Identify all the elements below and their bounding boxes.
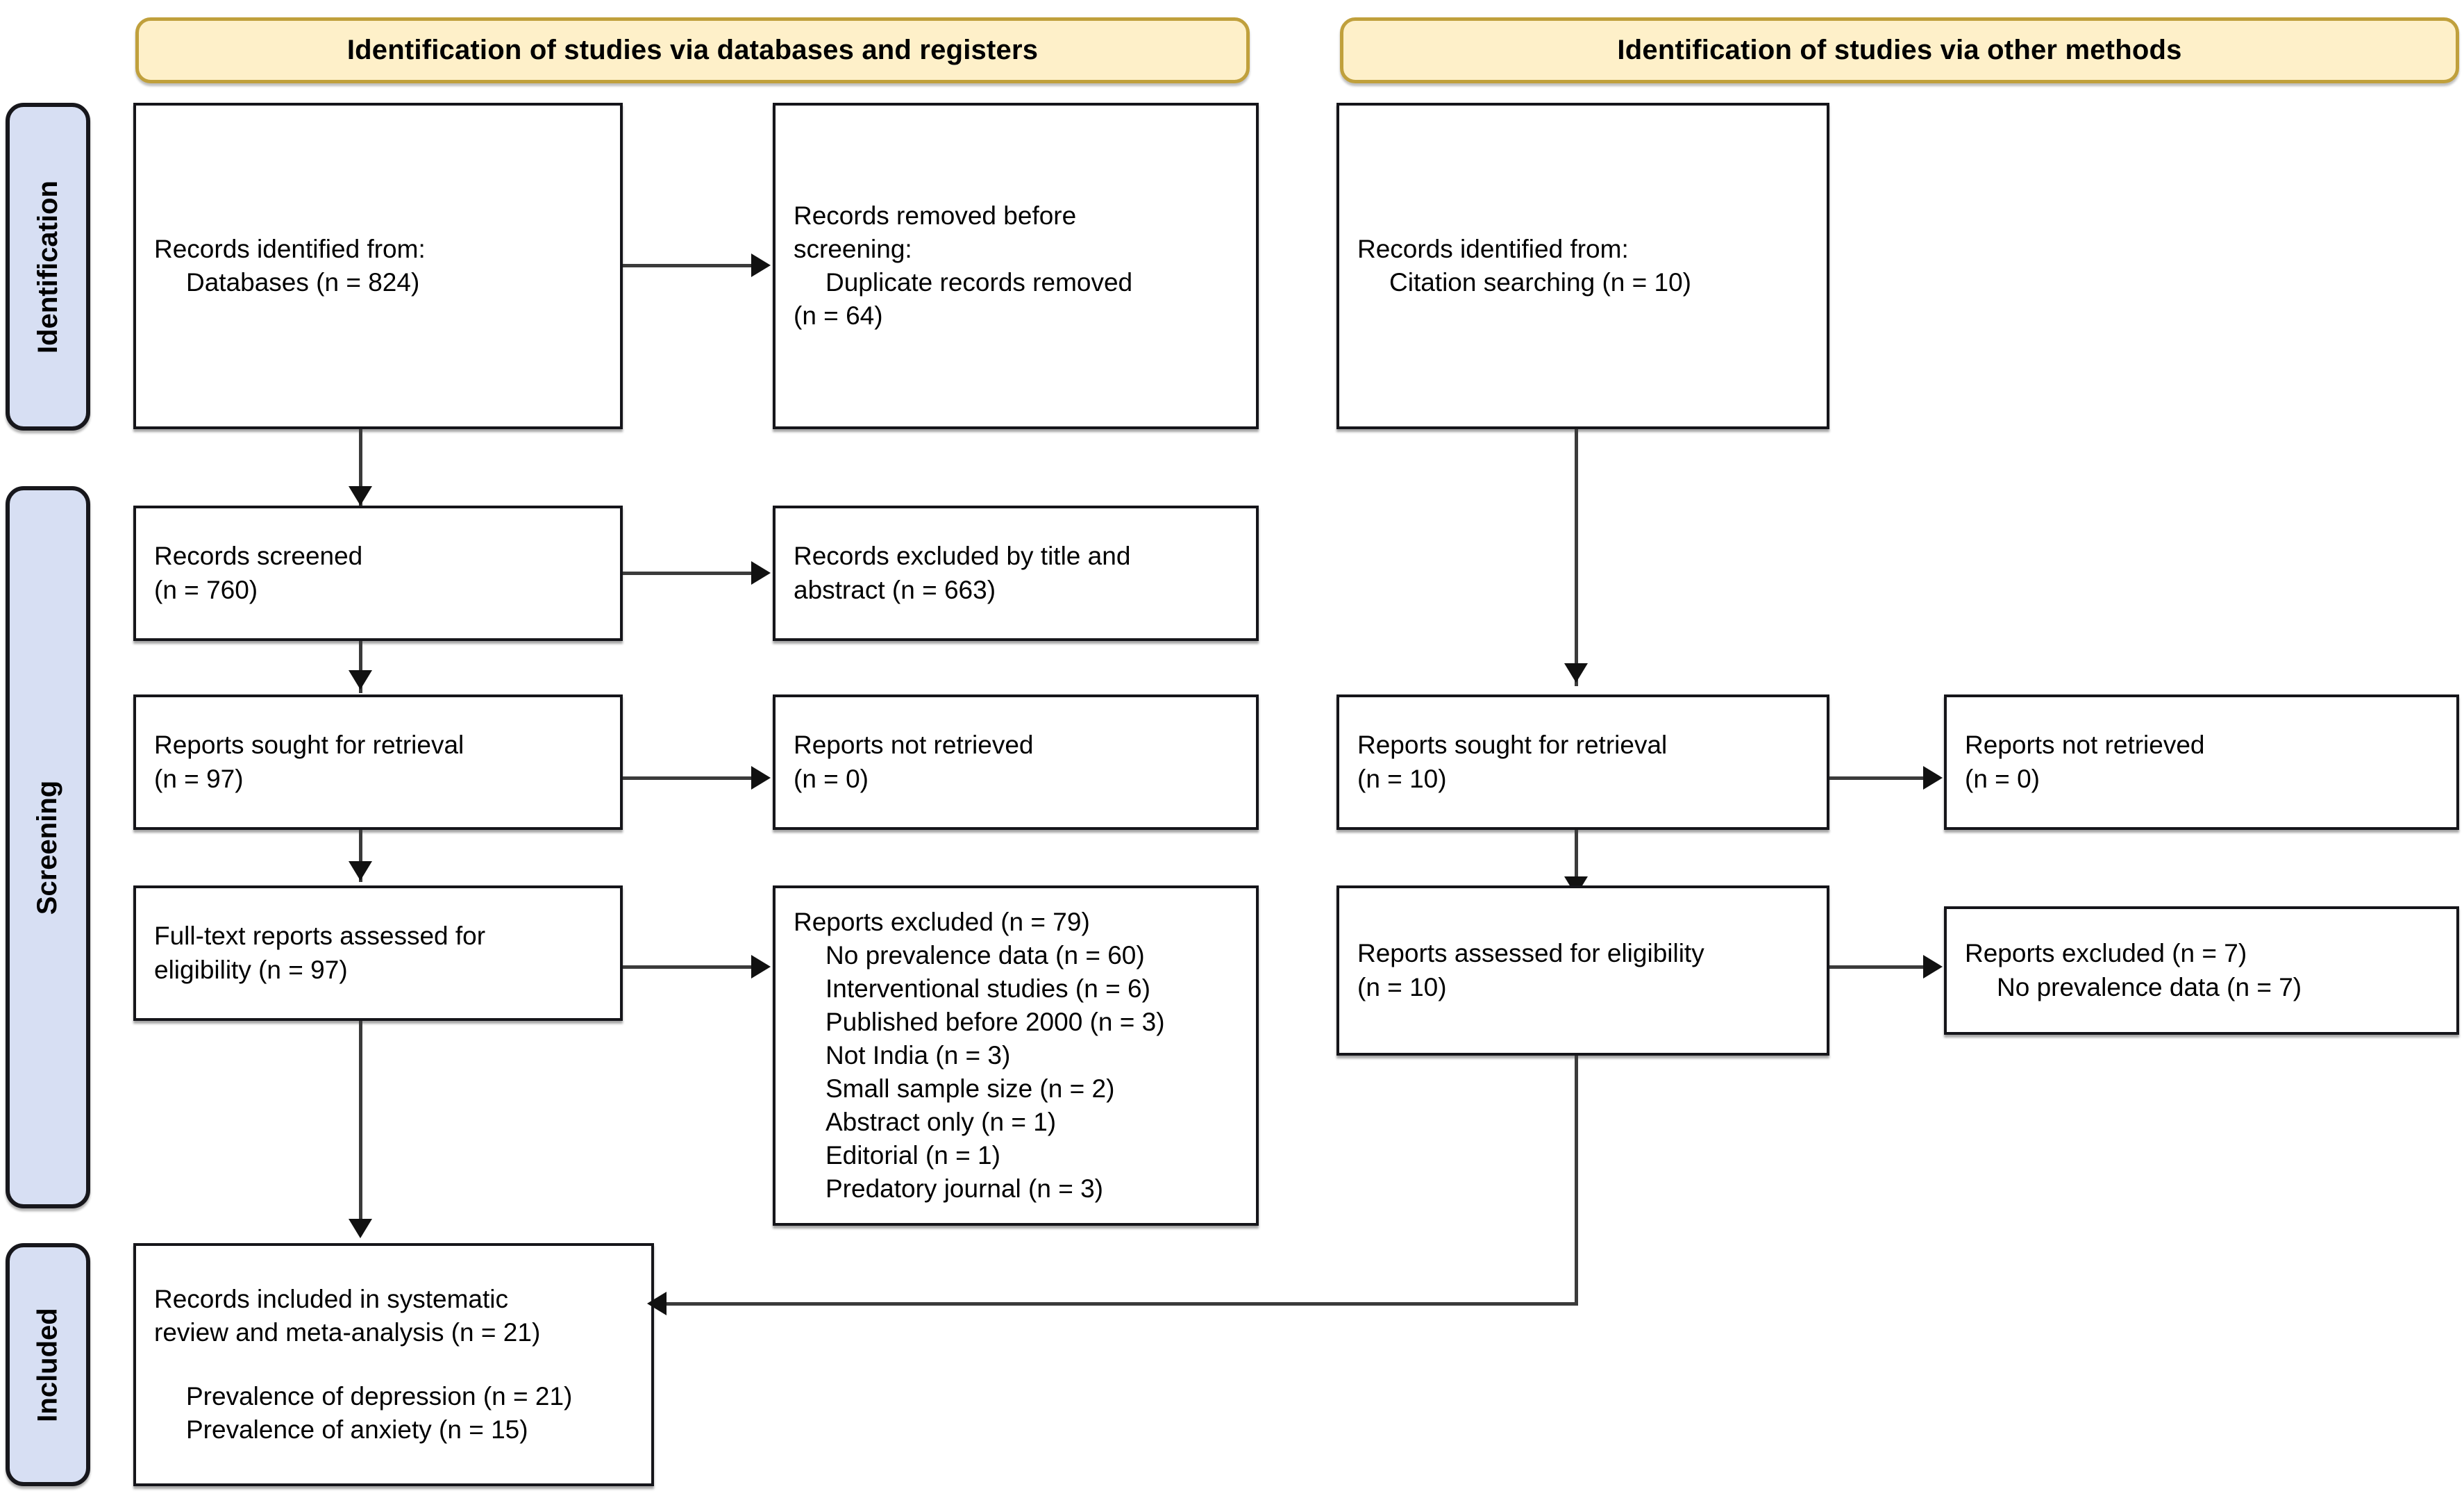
reports-not-retrieved-db-line-2: (n = 0) (794, 764, 869, 793)
records-included-line-1: Records included in systematic (154, 1284, 508, 1313)
arrowhead-sought-other-to-not-retrieved-other-icon (1923, 766, 1943, 790)
records-included-spacer (154, 1349, 633, 1380)
reports-assessed-other-line-1: Reports assessed for eligibility (1357, 939, 1704, 968)
connector-sought-other-to-assessed-other (1575, 830, 1578, 899)
records-excluded-ta-line-1: Records excluded by title and (794, 542, 1131, 571)
box-fulltext-assessed-eligibility: Full-text reports assessed for eligibili… (133, 885, 623, 1021)
box-records-identified-other-methods: Records identified from: Citation search… (1336, 103, 1829, 429)
stage-tab-identification-label: Identification (32, 180, 63, 353)
arrowhead-sought-db-to-not-retrieved-db-icon (751, 766, 771, 790)
reports-excluded-db-reason: No prevalence data (n = 60) (825, 940, 1145, 969)
box-reports-sought-other: Reports sought for retrieval (n = 10) (1336, 694, 1829, 830)
records-included-line-3: Prevalence of depression (n = 21) (186, 1382, 573, 1410)
records-removed-line-4: (n = 64) (794, 301, 883, 331)
records-identified-db-line-1: Records identified from: (154, 234, 426, 263)
stage-tab-identification: Identification (6, 103, 90, 431)
connector-screened-to-sought (359, 641, 362, 693)
reports-excluded-db-reason: Editorial (n = 1) (825, 1141, 1000, 1170)
reports-excluded-db-reason: Predatory journal (n = 3) (825, 1174, 1104, 1204)
records-included-line-2: review and meta-analysis (n = 21) (154, 1317, 541, 1347)
reports-sought-db-line-2: (n = 97) (154, 764, 244, 793)
arrowhead-fulltext-to-included-icon (349, 1219, 372, 1238)
banner-other-methods-label: Identification of studies via other meth… (1617, 35, 2182, 65)
arrowhead-sought-db-to-fulltext-icon (349, 861, 372, 881)
reports-excluded-db-reason: Not India (n = 3) (825, 1040, 1011, 1070)
reports-excluded-other-header: Reports excluded (n = 7) (1965, 939, 2247, 968)
connector-identified-other-to-sought-other (1575, 429, 1578, 686)
connector-fulltext-to-included (359, 1021, 362, 1219)
reports-sought-db-line-1: Reports sought for retrieval (154, 731, 464, 760)
reports-excluded-db-header: Reports excluded (n = 79) (794, 907, 1090, 936)
box-reports-excluded-databases: Reports excluded (n = 79) No prevalence … (773, 885, 1259, 1226)
box-records-screened: Records screened (n = 760) (133, 506, 623, 641)
stage-tab-included-label: Included (32, 1307, 63, 1422)
arrowhead-assessed-other-to-excluded-other-icon (1923, 955, 1943, 979)
stage-tab-screening-label: Screening (32, 780, 63, 915)
connector-identified-to-screened (359, 429, 362, 509)
reports-excluded-other-reason: No prevalence data (n = 7) (1997, 972, 2302, 1001)
box-records-excluded-title-abstract: Records excluded by title and abstract (… (773, 506, 1259, 641)
arrowhead-assessed-other-to-included-icon (647, 1292, 667, 1315)
reports-excluded-db-reason: Interventional studies (n = 6) (825, 974, 1150, 1003)
reports-assessed-other-line-2: (n = 10) (1357, 972, 1447, 1001)
connector-assessed-other-to-included (667, 1302, 1576, 1306)
records-included-line-4: Prevalence of anxiety (n = 15) (186, 1415, 528, 1445)
banner-databases-label: Identification of studies via databases … (346, 35, 1039, 65)
records-screened-line-1: Records screened (154, 542, 363, 571)
connector-sought-db-to-fulltext (359, 830, 362, 882)
records-identified-db-line-2: Databases (n = 824) (186, 268, 420, 297)
arrowhead-screened-to-excluded-ta-icon (751, 561, 771, 585)
box-records-identified-databases: Records identified from: Databases (n = … (133, 103, 623, 429)
reports-sought-other-line-1: Reports sought for retrieval (1357, 731, 1668, 760)
records-identified-other-line-2: Citation searching (n = 10) (1389, 268, 1691, 297)
connector-screened-to-excluded-ta (623, 572, 751, 575)
reports-excluded-db-reason: Published before 2000 (n = 3) (825, 1007, 1165, 1036)
reports-sought-other-line-2: (n = 10) (1357, 764, 1447, 793)
records-removed-line-2: screening: (794, 234, 912, 263)
records-identified-other-line-1: Records identified from: (1357, 234, 1629, 263)
reports-not-retrieved-db-line-1: Reports not retrieved (794, 731, 1034, 760)
box-records-included: Records included in systematic review an… (133, 1243, 654, 1486)
connector-sought-other-to-not-retrieved-other (1829, 776, 1923, 780)
box-reports-not-retrieved-databases: Reports not retrieved (n = 0) (773, 694, 1259, 830)
arrowhead-identified-to-removed-icon (751, 253, 771, 277)
connector-sought-db-to-not-retrieved-db (623, 776, 751, 780)
fulltext-assessed-line-2: eligibility (n = 97) (154, 955, 348, 984)
records-removed-line-1: Records removed before (794, 201, 1077, 230)
records-removed-line-3: Duplicate records removed (825, 268, 1133, 297)
box-reports-sought-databases: Reports sought for retrieval (n = 97) (133, 694, 623, 830)
reports-excluded-db-reason: Abstract only (n = 1) (825, 1108, 1057, 1137)
connector-assessed-other-to-excluded-other (1829, 965, 1923, 969)
reports-not-retrieved-other-line-1: Reports not retrieved (1965, 731, 2205, 760)
connector-identified-to-removed (623, 264, 751, 267)
reports-excluded-db-reason: Small sample size (n = 2) (825, 1074, 1115, 1104)
arrowhead-identified-to-screened-icon (349, 486, 372, 506)
reports-not-retrieved-other-line-2: (n = 0) (1965, 764, 2040, 793)
stage-tab-screening: Screening (6, 486, 90, 1208)
arrowhead-fulltext-to-excluded-db-icon (751, 955, 771, 979)
box-reports-assessed-eligibility-other: Reports assessed for eligibility (n = 10… (1336, 885, 1829, 1056)
connector-fulltext-to-excluded-db (623, 965, 751, 969)
fulltext-assessed-line-1: Full-text reports assessed for (154, 922, 486, 951)
box-reports-excluded-other: Reports excluded (n = 7) No prevalence d… (1944, 906, 2459, 1035)
box-records-removed-before-screening: Records removed before screening: Duplic… (773, 103, 1259, 429)
records-screened-line-2: (n = 760) (154, 575, 258, 604)
stage-tab-included: Included (6, 1243, 90, 1486)
connector-assessed-other-down (1575, 1056, 1578, 1306)
arrowhead-screened-to-sought-icon (349, 670, 372, 690)
records-excluded-ta-line-2: abstract (n = 663) (794, 575, 996, 604)
banner-databases-and-registers: Identification of studies via databases … (135, 17, 1250, 83)
arrowhead-identified-other-to-sought-other-icon (1564, 663, 1588, 683)
box-reports-not-retrieved-other: Reports not retrieved (n = 0) (1944, 694, 2459, 830)
banner-other-methods: Identification of studies via other meth… (1340, 17, 2459, 83)
